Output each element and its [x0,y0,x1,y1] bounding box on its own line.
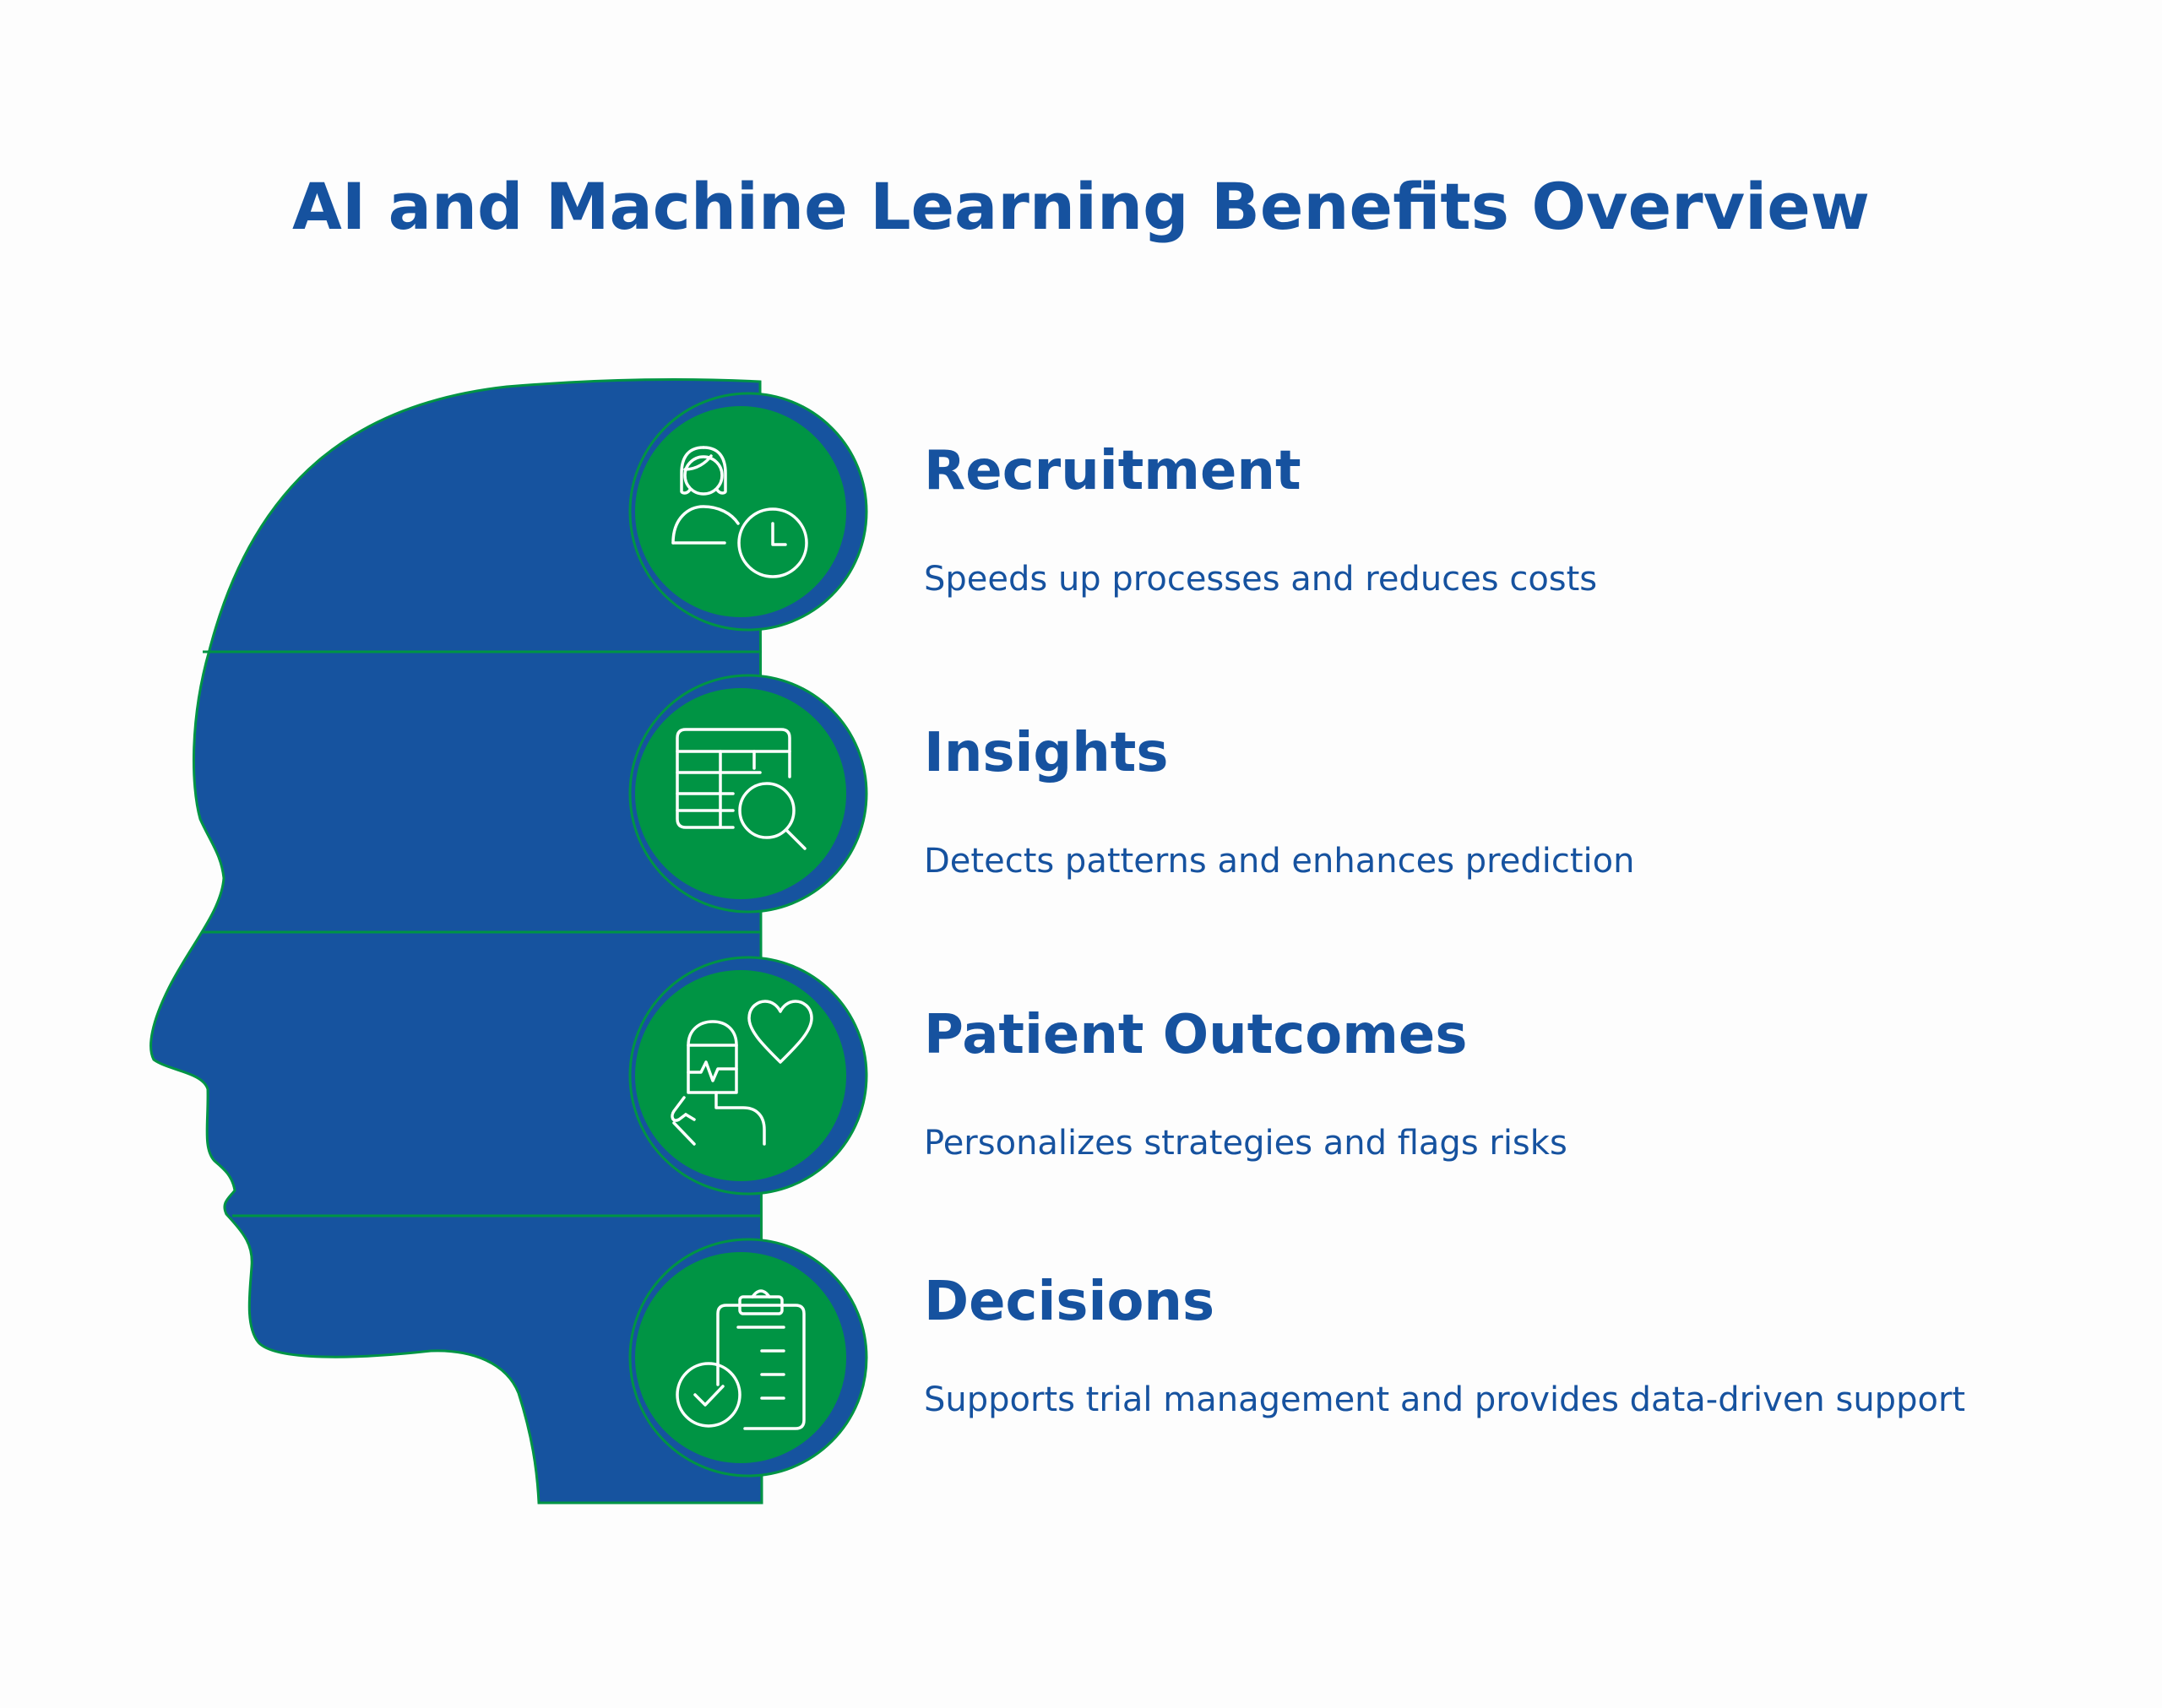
circle-badge-1 [635,406,846,617]
circle-badge-3 [635,970,846,1181]
circle-badge-2 [635,688,846,899]
recruitment-heading: Recruitment [924,440,1301,502]
patient-outcomes-description: Personalizes strategies and flags risks [924,1124,1567,1163]
circle-badge-4 [635,1252,846,1463]
decisions-heading: Decisions [924,1271,1215,1333]
page-title: AI and Machine Learning Benefits Overvie… [292,169,1870,244]
insights-description: Detects patterns and enhances prediction [924,842,1635,881]
recruitment-description: Speeds up processes and reduces costs [924,560,1598,599]
clipboard-check-icon [676,1289,806,1430]
person-clock-icon [671,446,808,578]
head-silhouette [149,378,763,1505]
hand-heart-monitor-icon [671,1000,813,1146]
patient-outcomes-heading: Patient Outcomes [924,1004,1468,1066]
table-search-icon [676,728,807,850]
decisions-description: Supports trial management and provides d… [924,1380,1966,1419]
insights-heading: Insights [924,722,1169,784]
